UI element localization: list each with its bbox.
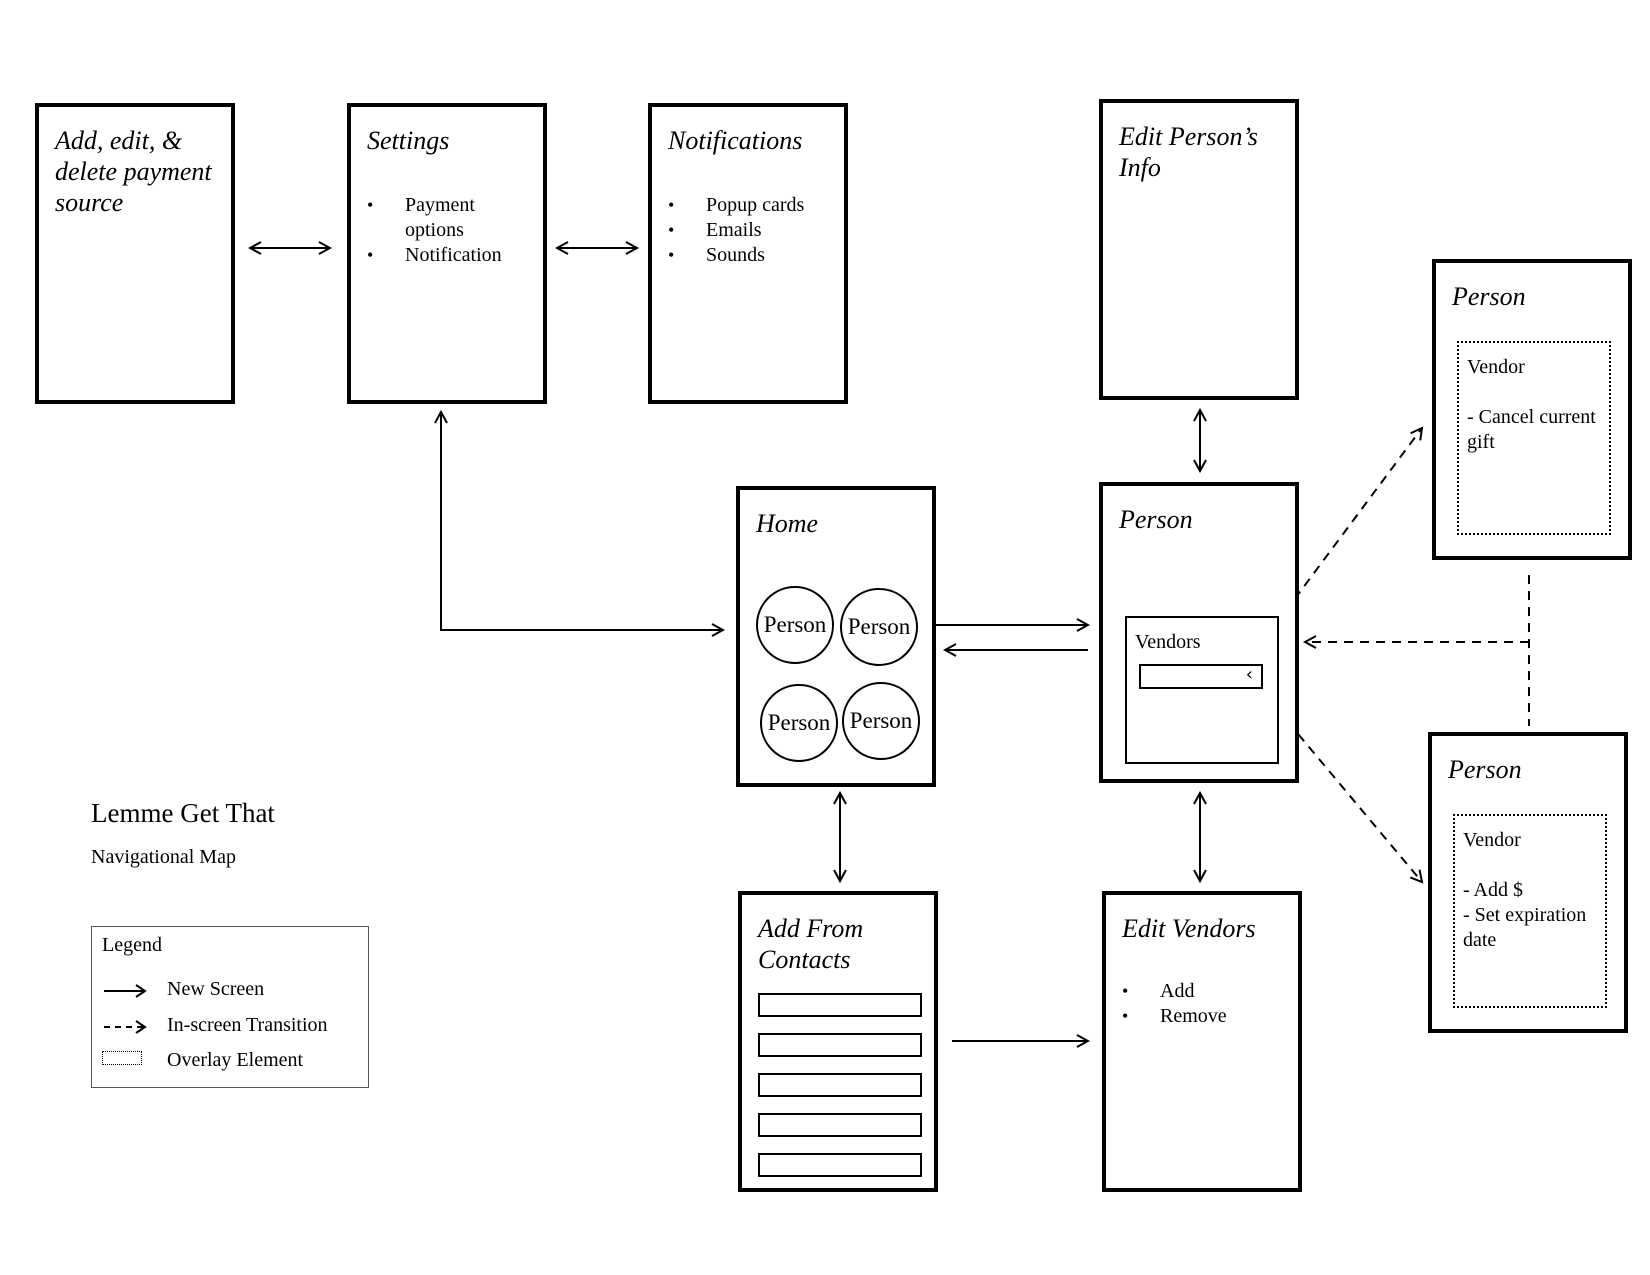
legend-item-label: Overlay Element (167, 1049, 304, 1071)
screen-person-cancel-overlay: Person Vendor - Cancel current gift (1432, 259, 1632, 560)
person-circle: Person (760, 684, 838, 762)
screen-title: Add, edit, & delete payment source (55, 126, 212, 217)
map-title: Lemme Get That (91, 798, 275, 828)
person-circle: Person (840, 588, 918, 666)
screen-title: Add From Contacts (758, 914, 864, 974)
vendors-label: Vendors (1135, 631, 1201, 653)
overlay-heading: Vendor (1467, 356, 1525, 378)
screen-title: Settings (367, 126, 450, 155)
person-circle: Person (756, 586, 834, 664)
dashed-arrow-swatch (104, 1020, 147, 1034)
contact-row (758, 1033, 922, 1057)
notifications-list: Popup cards Emails Sounds (668, 193, 804, 268)
screen-person: Person Vendors ‹ (1099, 482, 1299, 783)
settings-list: Payment options Notification (367, 193, 502, 268)
legend-item-label: In-screen Transition (167, 1014, 328, 1036)
vendors-panel: Vendors ‹ (1125, 616, 1279, 764)
vendor-row: ‹ (1139, 664, 1263, 689)
contact-row (758, 993, 922, 1017)
overlay-text: - Cancel current gift (1467, 406, 1596, 453)
screen-add-from-contacts: Add From Contacts (738, 891, 938, 1192)
screen-notifications: Notifications Popup cards Emails Sounds (648, 103, 848, 404)
screen-title: Person (1119, 505, 1193, 534)
overlay-heading: Vendor (1463, 829, 1521, 851)
legend-title: Legend (102, 934, 162, 956)
list-item: Sounds (668, 243, 804, 268)
list-item: Popup cards (668, 193, 804, 218)
contact-row (758, 1073, 922, 1097)
contact-row (758, 1153, 922, 1177)
dashed-arrow-to-add-overlay (1246, 672, 1422, 882)
screen-person-add-overlay: Person Vendor - Add $ - Set expiration d… (1428, 732, 1628, 1033)
vendor-overlay: Vendor - Add $ - Set expiration date (1453, 814, 1607, 1008)
screen-title: Edit Person’s Info (1119, 122, 1258, 182)
screen-title: Home (756, 509, 819, 538)
list-item: Emails (668, 218, 804, 243)
vendor-overlay: Vendor - Cancel current gift (1457, 341, 1611, 535)
list-item: Add (1122, 979, 1227, 1004)
legend: Legend New Screen In-screen Transition O… (91, 926, 369, 1088)
list-item: Payment options (367, 193, 502, 243)
swipe-chevron-icon: ‹ (1245, 664, 1253, 685)
screen-home: Home Person Person Person Person (736, 486, 936, 787)
dotted-box-swatch (102, 1051, 142, 1065)
arrow-settings-home (441, 412, 723, 630)
edit-vendors-list: Add Remove (1122, 979, 1227, 1029)
list-item: Notification (367, 243, 502, 268)
screen-settings: Settings Payment options Notification (347, 103, 547, 404)
screen-title: Person (1452, 282, 1526, 311)
screen-title: Person (1448, 755, 1522, 784)
legend-item-label: New Screen (167, 978, 265, 1000)
map-subtitle: Navigational Map (91, 846, 236, 868)
list-item: Remove (1122, 1004, 1227, 1029)
screen-title: Notifications (668, 126, 803, 155)
contact-row (758, 1113, 922, 1137)
overlay-text: - Add $ - Set expiration date (1463, 879, 1587, 951)
solid-arrow-swatch (104, 984, 147, 998)
screen-title: Edit Vendors (1122, 914, 1256, 943)
screen-payment-source: Add, edit, & delete payment source (35, 103, 235, 404)
screen-edit-vendors: Edit Vendors Add Remove (1102, 891, 1302, 1192)
person-circle: Person (842, 682, 920, 760)
screen-edit-person-info: Edit Person’s Info (1099, 99, 1299, 400)
